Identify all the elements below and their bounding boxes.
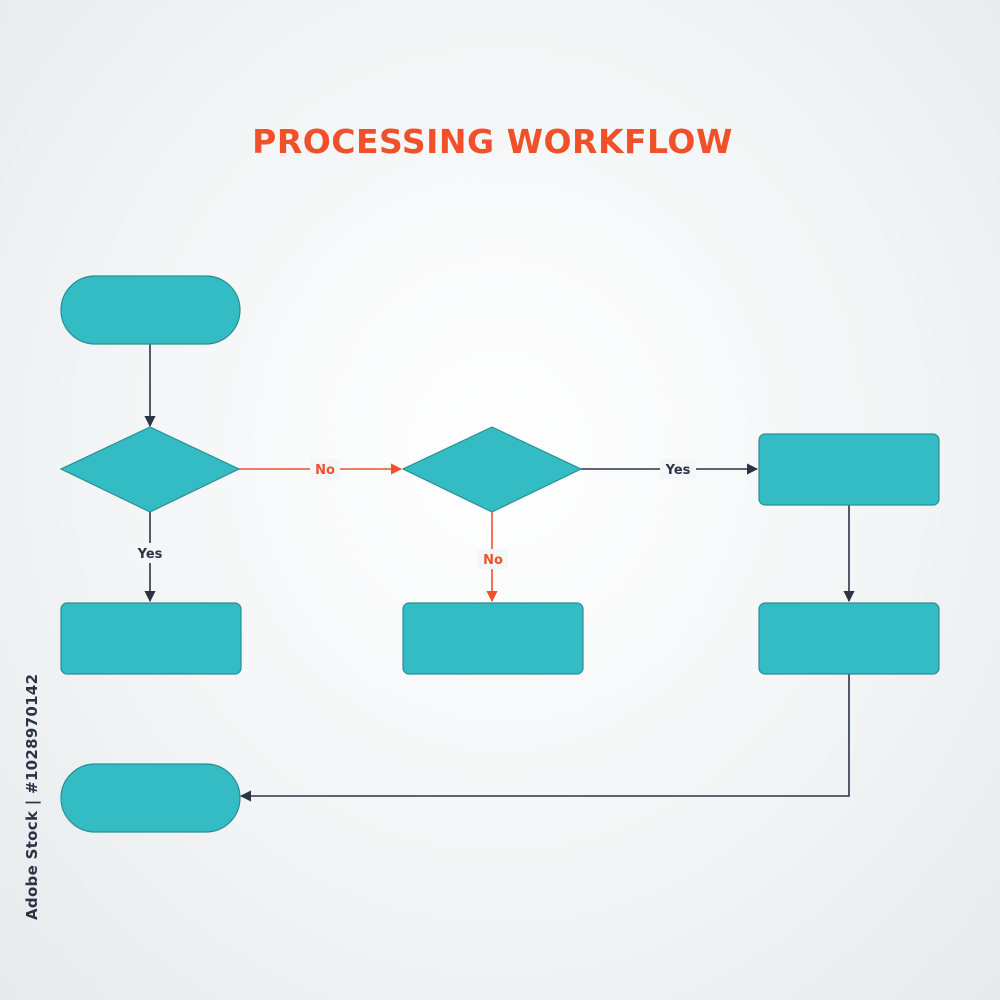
- stock-id-watermark: Adobe Stock | #1028970142: [23, 674, 41, 920]
- decision-1-diamond: [59, 426, 241, 513]
- end-terminal: [60, 763, 241, 833]
- page-title: PROCESSING WORKFLOW: [252, 122, 733, 161]
- process-box-left: [60, 602, 242, 675]
- edge-label-decision2-yes: Yes: [665, 463, 691, 478]
- process-box-right-top: [758, 433, 940, 506]
- edge-label-decision1-no: No: [315, 463, 335, 478]
- edge-label-pad-decision1-no: [310, 459, 340, 479]
- edge-label-pad-decision2-no: [478, 549, 508, 569]
- stock-id-text: #1028970142: [23, 673, 41, 794]
- edge-label-decision1-yes: Yes: [137, 547, 163, 562]
- stock-brand-text: Adobe Stock: [23, 810, 41, 920]
- connector-process-to-end: [239, 674, 850, 802]
- decision-2-diamond: [401, 426, 583, 513]
- edge-label-decision2-no: No: [483, 553, 503, 568]
- process-box-right-bottom: [758, 602, 940, 675]
- edge-label-pad-decision2-yes: [660, 459, 696, 479]
- stock-separator: |: [23, 799, 41, 806]
- edge-label-pad-decision1-yes: [133, 543, 167, 563]
- process-box-middle: [402, 602, 584, 675]
- start-terminal: [60, 275, 241, 345]
